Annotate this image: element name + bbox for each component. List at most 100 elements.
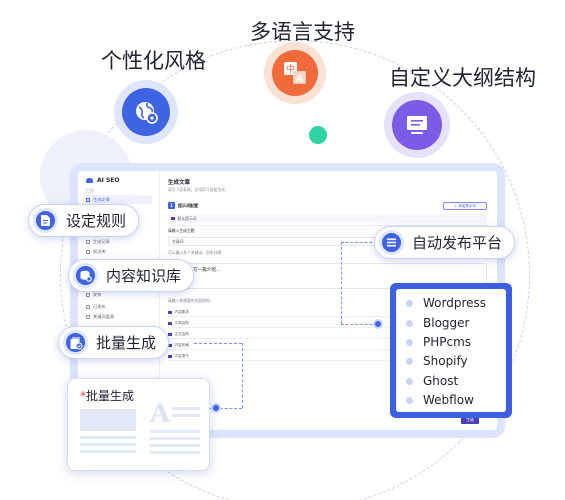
platform-item: Wordpress xyxy=(406,296,486,310)
structure-item-label: 内容要求 xyxy=(174,310,189,314)
connector-line xyxy=(242,343,243,408)
svg-text:A: A xyxy=(296,74,304,85)
placeholder-line xyxy=(80,443,136,446)
square-icon xyxy=(168,332,172,337)
knowledge-label: 内容知识库 xyxy=(106,267,182,285)
feature-outline-title: 自定义大纲结构 xyxy=(389,66,536,90)
orbit-ring xyxy=(60,40,530,500)
square-icon xyxy=(168,343,172,348)
structure-item-label: 内容语气 xyxy=(174,354,189,358)
structure-item-label: 正文结构 xyxy=(174,332,189,336)
book-icon xyxy=(86,249,90,254)
sidebar-item-publish[interactable]: 发布 xyxy=(86,290,152,299)
sidebar-item-keywords[interactable]: 关键词监测 xyxy=(86,312,152,321)
publish-badge xyxy=(379,230,404,255)
batch-callout: 批量生成 xyxy=(58,326,170,359)
platform-list: Wordpress Blogger PHPcms Shopify Ghost W… xyxy=(396,289,506,412)
sidebar-item-generate[interactable]: 生成文章 xyxy=(86,195,152,204)
document-edit-icon xyxy=(41,215,50,226)
add-prompt-button[interactable]: + 添加提示词 xyxy=(443,202,487,210)
placeholder-line xyxy=(150,437,200,440)
connector-line xyxy=(210,408,242,409)
structure-item-label: 内容风格 xyxy=(174,343,189,347)
sidebar-item-published[interactable]: 已发布 xyxy=(86,302,152,311)
rules-label: 设定规则 xyxy=(66,212,127,230)
connector-dot xyxy=(373,319,383,329)
batch-card-title-text: 批量生成 xyxy=(86,389,135,403)
square-icon xyxy=(168,354,172,359)
keyword-hint: 可以输入多个关键词，回车分隔 xyxy=(168,250,222,255)
platform-label: Shopify xyxy=(423,354,468,368)
platform-label: Blogger xyxy=(423,316,470,330)
feature-style-title: 个性化风格 xyxy=(101,49,206,73)
sidebar-item-label: 生成文章 xyxy=(93,196,110,202)
square-icon xyxy=(168,321,172,326)
page-subtitle: 填写下面表格，后续即可批量生成 xyxy=(168,187,225,192)
step-header: 1 提示词配置 xyxy=(168,202,198,209)
brand-name: AI SEO xyxy=(97,177,120,184)
sidebar-item-label: 知识库 xyxy=(93,248,106,254)
structure-item[interactable]: 内容要求 xyxy=(168,309,487,317)
step-label: 提示词配置 xyxy=(178,202,198,208)
required-star: * xyxy=(80,389,86,403)
platform-label: PHPcms xyxy=(423,335,472,349)
database-search-icon xyxy=(80,270,92,282)
feature-language-title: 多语言支持 xyxy=(250,20,355,44)
placeholder-image xyxy=(80,409,136,431)
globe-settings-icon xyxy=(136,102,158,124)
knowledge-callout: 内容知识库 xyxy=(68,259,195,292)
sidebar-item-knowledge[interactable]: 知识库 xyxy=(86,247,152,256)
step-number: 1 xyxy=(168,202,175,209)
placeholder-line xyxy=(172,414,200,417)
batch-preview-card: *批量生成 A xyxy=(67,378,210,471)
bullet-icon xyxy=(406,396,413,404)
batch-label: 批量生成 xyxy=(96,334,157,352)
sidebar-item-label: 已发布 xyxy=(93,303,106,309)
sidebar-item-records[interactable]: 生成记录 xyxy=(86,237,152,246)
platform-list-frame: Wordpress Blogger PHPcms Shopify Ghost W… xyxy=(390,283,512,418)
send-icon xyxy=(86,292,90,297)
list-icon xyxy=(86,239,90,244)
bullet-icon xyxy=(406,338,413,346)
feature-language-badge: 中 A xyxy=(264,42,326,104)
placeholder-line xyxy=(150,451,200,454)
placeholder-line xyxy=(80,450,136,453)
sidebar: AI SEO 工作 生成文章 生成记录 知识库 发布 已发布 关键词监测 xyxy=(78,171,160,430)
generate-button[interactable]: 生成 xyxy=(461,416,479,424)
bullet-icon xyxy=(406,319,413,327)
bullet-icon xyxy=(406,357,413,365)
platform-label: Webflow xyxy=(423,393,474,407)
connector-line xyxy=(341,242,342,324)
presentation-board-icon xyxy=(407,116,427,134)
platform-label: Ghost xyxy=(423,374,459,388)
rules-badge xyxy=(33,208,58,233)
connector-line xyxy=(341,324,377,325)
platform-item: Blogger xyxy=(406,316,469,330)
letter-a-icon: A xyxy=(150,399,171,429)
structure-item[interactable]: 正文结构 xyxy=(168,331,487,339)
structure-item[interactable]: 文章结构 xyxy=(168,320,487,328)
prompt-row-label: 默认提示词 xyxy=(177,215,197,221)
brand-logo-icon xyxy=(86,178,93,183)
platform-item: Webflow xyxy=(406,393,474,407)
check-icon xyxy=(86,304,90,309)
sidebar-group-label: 工作 xyxy=(86,188,94,193)
platform-item: PHPcms xyxy=(406,335,471,349)
placeholder-line xyxy=(80,436,136,439)
batch-badge xyxy=(63,330,88,355)
green-accent-dot xyxy=(309,126,327,144)
menu-list-icon xyxy=(387,238,396,247)
monitor-icon xyxy=(86,314,90,319)
documents-check-icon xyxy=(70,336,82,349)
connector-line xyxy=(194,343,242,344)
prompt-row[interactable]: 默认提示词 xyxy=(168,214,487,223)
structure-item[interactable]: 内容语气 xyxy=(168,353,487,361)
translate-icon: 中 A xyxy=(284,62,306,85)
structure-hint: 请输入你想要的内容结构 xyxy=(168,298,210,303)
square-icon xyxy=(168,310,172,315)
rules-callout: 设定规则 xyxy=(28,204,140,237)
structure-item[interactable]: 内容风格 xyxy=(168,342,487,350)
bullet-icon xyxy=(406,299,413,307)
platform-item: Ghost xyxy=(406,374,458,388)
main-content: 生成文章 填写下面表格，后续即可批量生成 1 提示词配置 + 添加提示词 默认提… xyxy=(160,171,497,430)
